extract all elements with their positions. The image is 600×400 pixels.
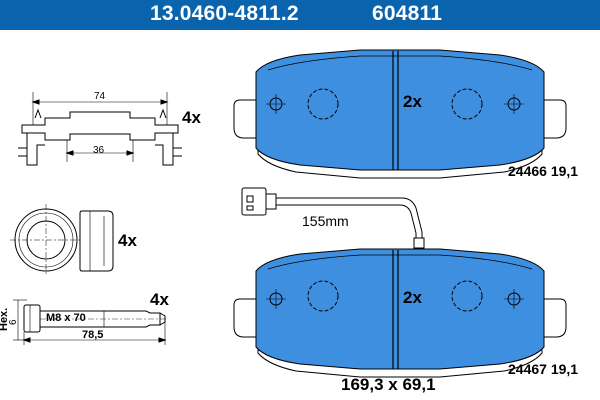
- bushing: [10, 204, 114, 276]
- pad-top-quantity: 2x: [403, 92, 422, 111]
- sensor-length: 155mm: [302, 213, 349, 229]
- brake-pad-top: [233, 49, 567, 179]
- header-bar: 13.0460-4811.2 604811: [0, 0, 600, 30]
- bushing-quantity: 4x: [118, 231, 137, 250]
- pad-bottom-quantity: 2x: [403, 288, 422, 307]
- pad-bottom-code: 24467 19,1: [508, 361, 579, 377]
- pad-dimensions: 169,3 x 69,1: [341, 375, 436, 394]
- clip-dim-outer: 74: [94, 91, 106, 102]
- pad-top-code: 24466 19,1: [508, 163, 579, 179]
- pad-friction-top: [255, 49, 545, 171]
- clip-dim-inner: 36: [93, 145, 105, 156]
- guide-bolt: [13, 299, 168, 345]
- short-number: 604811: [372, 2, 443, 25]
- bolt-thread-label: M8 x 70: [46, 312, 86, 324]
- spring-clip: [18, 92, 182, 166]
- wear-sensor: [241, 187, 425, 249]
- clip-quantity: 4x: [182, 108, 201, 127]
- brake-pad-bottom: [233, 248, 567, 378]
- pad-friction-bottom: [255, 248, 545, 370]
- bolt-hex-value: 6: [8, 319, 19, 325]
- part-number: 13.0460-4811.2: [150, 2, 299, 25]
- bolt-length: 78,5: [82, 329, 104, 341]
- bolt-quantity: 4x: [150, 290, 169, 309]
